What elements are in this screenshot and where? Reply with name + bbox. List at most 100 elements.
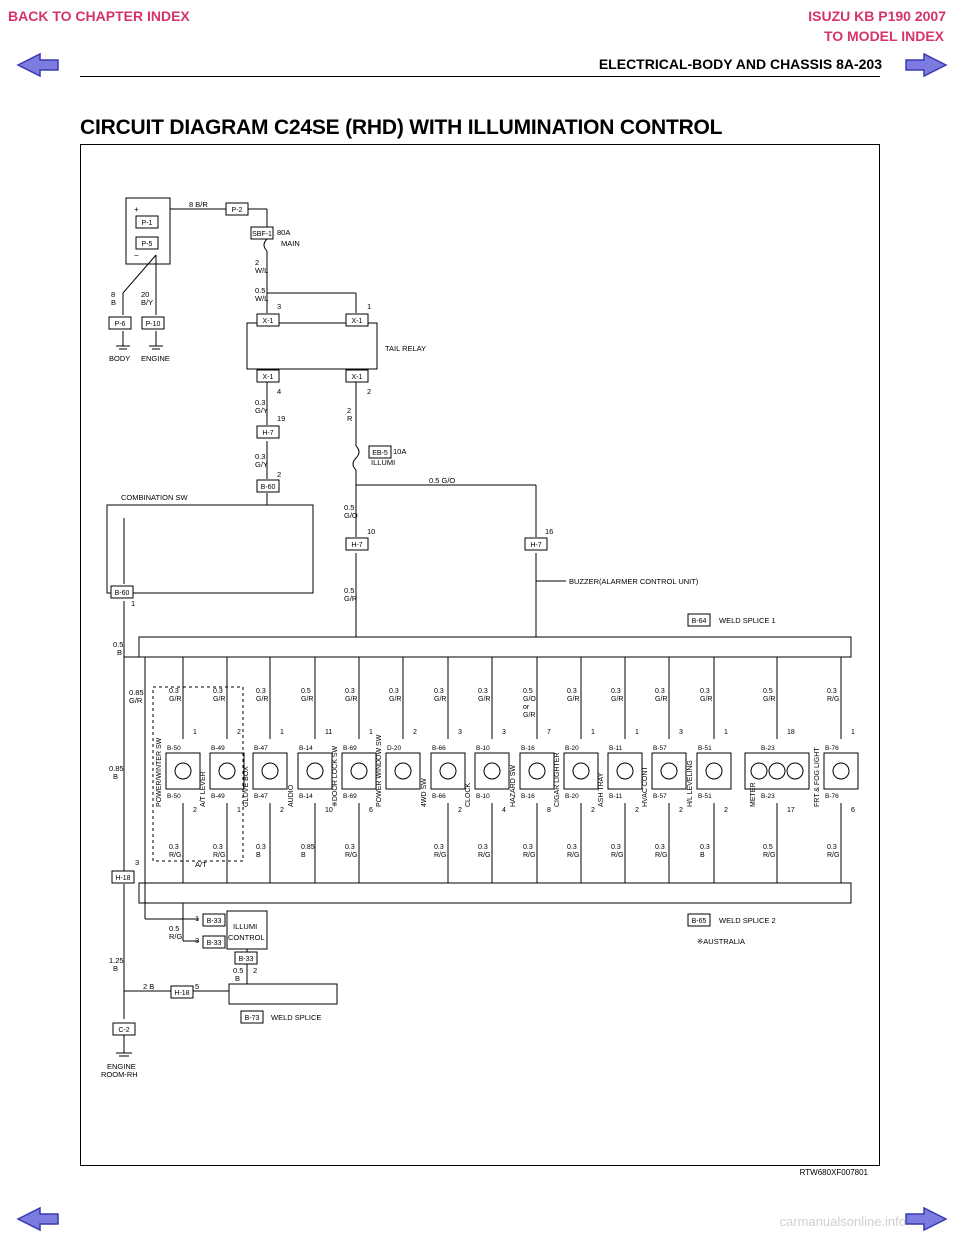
label-illumi-ctrl1: ILLUMI xyxy=(233,922,257,931)
lamp-icon xyxy=(394,762,412,780)
pin-top: 1 xyxy=(724,729,728,736)
wire-bottom-spec: R/G xyxy=(567,852,579,859)
label-engine: ENGINE xyxy=(141,354,170,363)
wire-top-spec: 0.3 xyxy=(567,688,577,695)
label-weld2: WELD SPLICE 2 xyxy=(719,916,776,925)
wire-top-spec: G/R xyxy=(169,696,181,703)
connector-b64: B-64 xyxy=(687,613,711,627)
wire-bottom-spec: B xyxy=(700,852,705,859)
label-w2: 2 xyxy=(347,406,351,415)
connector-top: B-20 xyxy=(565,745,579,752)
pin-bottom: 2 xyxy=(591,807,595,814)
battery-box xyxy=(125,197,171,265)
connector-x1: X-1 xyxy=(256,313,280,327)
connector-bottom: B-49 xyxy=(211,793,225,800)
svg-text:P-2: P-2 xyxy=(232,207,243,214)
component-13 xyxy=(744,657,810,883)
connector-bottom: B-16 xyxy=(521,793,535,800)
connector-p1: P-1 xyxy=(135,215,159,229)
wire-top-spec: 0.3 xyxy=(256,688,266,695)
page-title: CIRCUIT DIAGRAM C24SE (RHD) WITH ILLUMIN… xyxy=(80,116,723,139)
lamp-icon xyxy=(350,762,368,780)
wire-top-spec: G/R xyxy=(700,696,712,703)
back-to-chapter-index-link[interactable]: BACK TO CHAPTER INDEX xyxy=(8,8,190,24)
wire-bottom-spec: R/G xyxy=(213,852,225,859)
wire-top-spec: or xyxy=(523,704,530,711)
lamp-icon xyxy=(174,762,192,780)
arrow-right-icon[interactable] xyxy=(904,52,948,78)
lamp-icon xyxy=(439,762,457,780)
wire-top-spec: 0.3 xyxy=(478,688,488,695)
wire-bottom-spec: R/G xyxy=(655,852,667,859)
label-weld1: WELD SPLICE 1 xyxy=(719,616,776,625)
component-7 xyxy=(474,657,510,883)
wire-bottom-spec: R/G xyxy=(523,852,535,859)
svg-text:B-33: B-33 xyxy=(207,940,222,947)
connector-p6: P-6 xyxy=(108,316,132,330)
wire-bottom-spec: 0.3 xyxy=(611,844,621,851)
arrow-left-icon[interactable] xyxy=(16,52,60,78)
label-n5: 5 xyxy=(195,982,199,991)
connector-sbf1: SBF-1 xyxy=(250,226,274,240)
svg-text:X-1: X-1 xyxy=(352,318,363,325)
component-14 xyxy=(823,657,859,883)
wire-top-spec: G/R xyxy=(611,696,623,703)
label-w085: 0.85 xyxy=(109,764,124,773)
arrow-right-icon[interactable] xyxy=(904,1206,948,1232)
wire-top-spec: 0.3 xyxy=(700,688,710,695)
pin-top: 3 xyxy=(458,729,462,736)
label-a80: 80A xyxy=(277,228,290,237)
label-tail-relay: TAIL RELAY xyxy=(385,344,426,353)
pin-top: 1 xyxy=(591,729,595,736)
wire-top-spec: 0.5 xyxy=(763,688,773,695)
label-wire-8br: 8 B/R xyxy=(189,200,208,209)
label-engine-room2: ROOM-RH xyxy=(101,1070,138,1079)
label-battery-plus: + xyxy=(134,205,139,214)
label-wgy: G/Y xyxy=(255,406,268,415)
label-w05: 0.5 xyxy=(344,503,354,512)
connector-bottom: B-66 xyxy=(432,793,446,800)
pin-bottom: 2 xyxy=(724,807,728,814)
lamp-icon xyxy=(786,762,804,780)
lamp-icon xyxy=(832,762,850,780)
connector-b33: B-33 xyxy=(234,951,258,965)
wire-top-spec: 0.3 xyxy=(611,688,621,695)
wire-top-spec: 0.3 xyxy=(213,688,223,695)
wire-bottom-spec: 0.3 xyxy=(478,844,488,851)
pin-bottom: 2 xyxy=(193,807,197,814)
svg-text:P-10: P-10 xyxy=(146,321,161,328)
label-w03: 0.3 xyxy=(255,452,265,461)
label-a10: 10A xyxy=(393,447,406,456)
lamp-icon xyxy=(528,762,546,780)
svg-text:B-33: B-33 xyxy=(207,918,222,925)
pin-bottom: 2 xyxy=(635,807,639,814)
label-n3: 3 xyxy=(195,936,199,945)
wire-top-spec: G/R xyxy=(256,696,268,703)
pin-bottom: 17 xyxy=(787,807,795,814)
component-4 xyxy=(341,657,377,883)
wire-bottom-spec: 0.5 xyxy=(763,844,773,851)
connector-bottom: B-76 xyxy=(825,793,839,800)
label-illumi: ILLUMI xyxy=(371,458,395,467)
pin-bottom: 8 xyxy=(547,807,551,814)
svg-text:B-64: B-64 xyxy=(692,618,707,625)
label-australia: ※AUSTRALIA xyxy=(697,937,745,946)
connector-top: B-10 xyxy=(476,745,490,752)
wire-bottom-spec: 0.3 xyxy=(523,844,533,851)
wire-top-spec: 0.3 xyxy=(827,688,837,695)
connector-x1: X-1 xyxy=(256,369,280,383)
connector-top: B-47 xyxy=(254,745,268,752)
connector-top: B-51 xyxy=(698,745,712,752)
to-model-index-link[interactable]: TO MODEL INDEX xyxy=(823,28,944,44)
connector-x1: X-1 xyxy=(345,313,369,327)
pin-top: 1 xyxy=(635,729,639,736)
label-comb-sw: COMBINATION SW xyxy=(121,493,188,502)
wire-bottom-spec: B xyxy=(301,852,306,859)
label-n1: 1 xyxy=(131,599,135,608)
component-5 xyxy=(385,657,421,790)
label-w-2wl: 2 xyxy=(255,258,259,267)
arrow-left-icon[interactable] xyxy=(16,1206,60,1232)
wire-bottom-spec: R/G xyxy=(611,852,623,859)
connector-bottom: B-51 xyxy=(698,793,712,800)
